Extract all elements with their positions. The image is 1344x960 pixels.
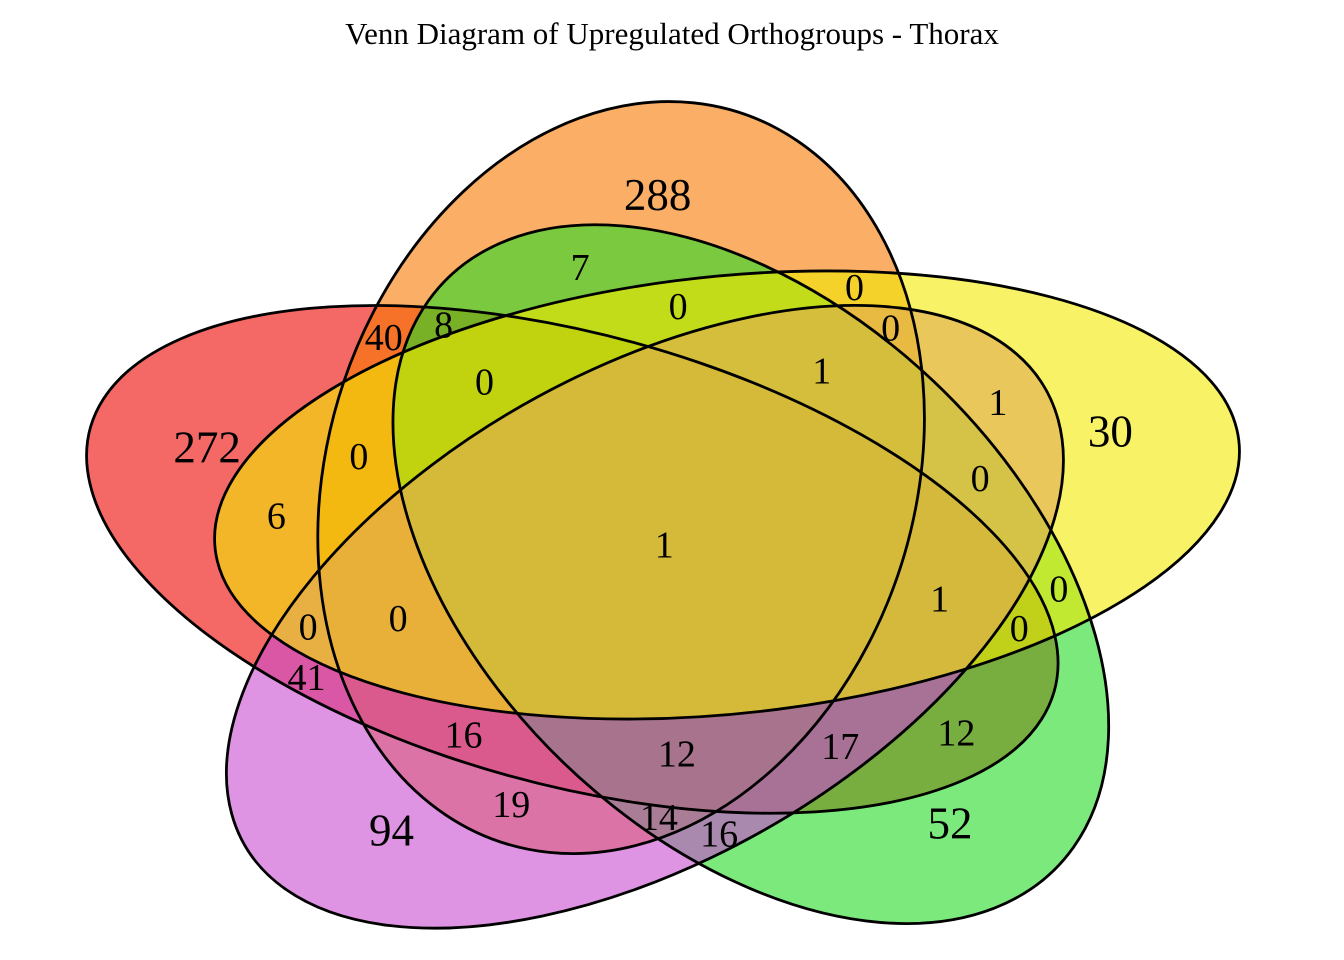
region-count-yellow-green: 0 (1049, 569, 1068, 611)
region-count-red-yellow-purple: 0 (299, 606, 318, 648)
region-count-red-purple-yellow-orange: 0 (389, 598, 408, 640)
region-count-green-yellow-red-purple: 1 (930, 578, 949, 620)
region-count-purple-red-orange: 16 (445, 714, 483, 756)
region-count-orange-yellow: 0 (845, 267, 864, 309)
region-count-orange-red: 40 (365, 317, 403, 359)
region-count-yellow: 30 (1088, 407, 1133, 457)
region-count-purple-orange: 19 (492, 784, 530, 826)
chart-title: Venn Diagram of Upregulated Orthogroups … (345, 16, 999, 51)
region-count-orange: 288 (624, 170, 692, 220)
region-count-purple: 94 (369, 806, 414, 856)
venn-ellipse-fill-yellow (214, 270, 1240, 720)
region-count-orange-yellow-green: 0 (669, 286, 688, 328)
region-count-orange-yellow-purple: 0 (881, 307, 900, 349)
venn-ellipse-outline-green (245, 138, 1256, 960)
region-count-yellow-purple: 1 (988, 382, 1007, 424)
region-count-green-purple: 16 (700, 813, 738, 855)
venn-ellipse-outline-yellow (166, 215, 1289, 775)
venn-ellipse-outline-orange (254, 73, 987, 883)
region-count-red: 272 (173, 422, 241, 472)
region-count-orange-red-green: 8 (434, 304, 453, 346)
region-count-yellow-green-red: 0 (1010, 608, 1029, 650)
region-count-green-purple-red: 17 (821, 726, 859, 768)
venn-ellipse-outline-red (0, 202, 1167, 916)
region-count-green-purple-orange: 14 (640, 797, 678, 839)
region-count-red-purple: 41 (287, 657, 325, 699)
region-count-red-yellow: 6 (267, 495, 286, 537)
region-count-purple-orange-green-red: 12 (658, 733, 696, 775)
venn-ellipse-outline-purple (71, 193, 1218, 960)
region-count-orange-green: 7 (571, 247, 590, 289)
region-count-green-red: 12 (937, 712, 975, 754)
region-count-red-orange-yellow: 0 (349, 436, 368, 478)
region-count-green: 52 (927, 798, 972, 848)
region-count-orange-yellow-green-purple: 1 (812, 350, 831, 392)
region-count-red-orange-yellow-green-purple: 1 (655, 525, 674, 567)
region-count-yellow-green-purple: 0 (971, 458, 990, 500)
region-count-orange-red-green-yellow: 0 (475, 361, 494, 403)
